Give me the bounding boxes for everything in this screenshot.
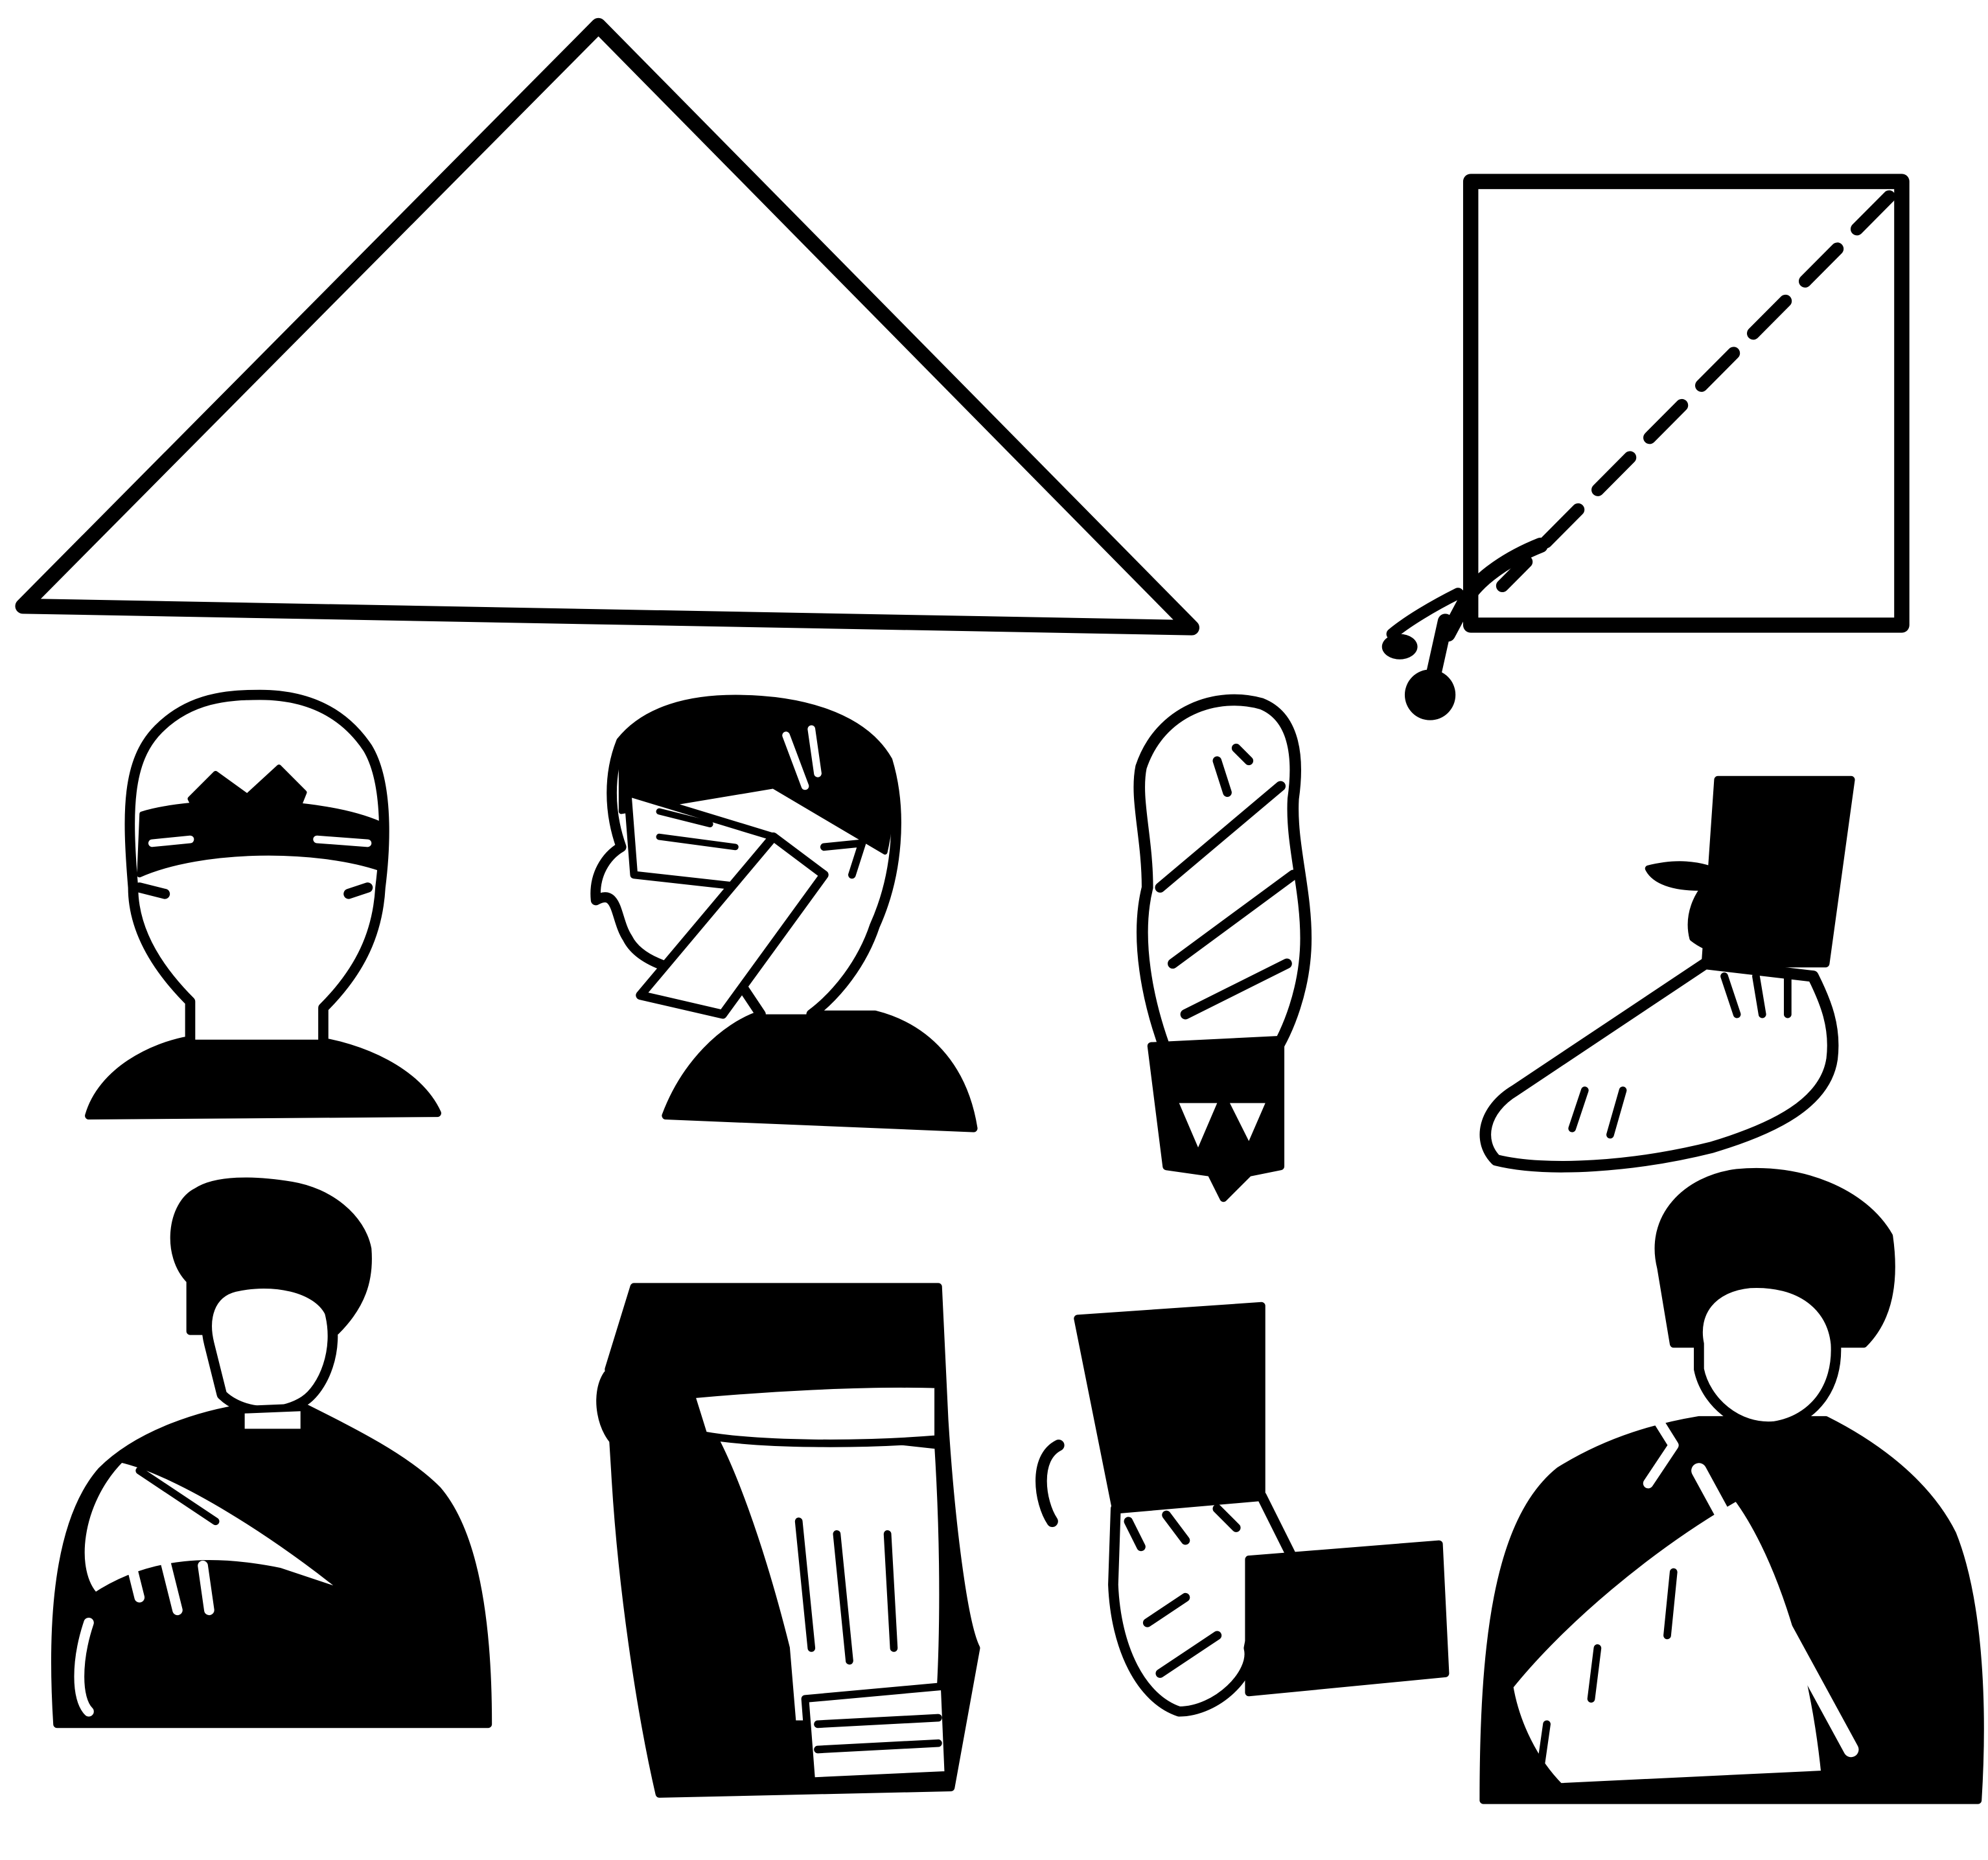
hand-bandage: [1139, 700, 1306, 1198]
wrist-dark: [1151, 1040, 1281, 1199]
band-bottom: [805, 1686, 948, 1782]
triangle-icon: [23, 25, 1192, 627]
elbow-bandage: [1041, 1306, 1446, 1712]
neck: [241, 1407, 305, 1432]
triangle-bandage: [23, 25, 1192, 627]
forearm-dark: [1249, 1544, 1445, 1692]
shoulder-bandage: [55, 1181, 488, 1724]
foot-icon: [1485, 963, 1832, 1166]
foot-bandage: [1485, 780, 1851, 1167]
head-jaw-bandage-side: [595, 700, 974, 1128]
arm-sling: [1483, 1172, 1980, 1800]
shoulders: [89, 1040, 437, 1116]
face-sling: [1698, 1283, 1836, 1427]
band-top: [691, 1384, 938, 1443]
head-bandage-front: [89, 695, 437, 1116]
knee-bandage: [602, 1287, 977, 1794]
face: [207, 1283, 332, 1411]
square-cloth-cut: [1382, 181, 1902, 720]
upper-arm-dark: [1078, 1306, 1262, 1509]
cut-line: [1503, 197, 1890, 586]
shoulders-side: [665, 1015, 973, 1129]
